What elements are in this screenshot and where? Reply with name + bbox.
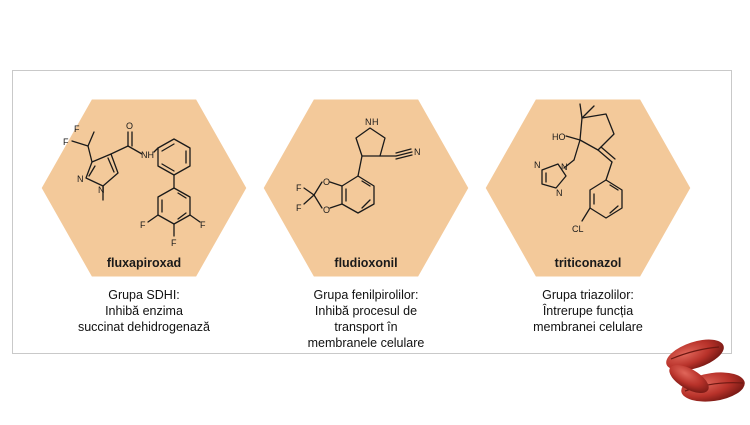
atom-ho: HO	[552, 132, 566, 142]
atom-n2: N	[98, 185, 105, 195]
caption-line: transport în	[334, 320, 398, 334]
atom-f1: F	[74, 124, 80, 134]
atom-f2: F	[63, 137, 69, 147]
atom-h: H	[372, 117, 379, 127]
atom-o: O	[126, 121, 133, 131]
structure-fludioxonil: N H N F F O O	[296, 117, 421, 215]
seeds-illustration	[655, 325, 750, 420]
atom-o1: O	[323, 177, 330, 187]
atom-o2: O	[323, 205, 330, 215]
atom-n-nitrile: N	[414, 147, 421, 157]
atom-fb: F	[171, 238, 177, 248]
caption-triticonazol: Grupa triazolilor: Întrerupe funcția mem…	[482, 287, 694, 335]
compound-card-triticonazol: HO N N N CL triticonazol	[482, 96, 694, 280]
caption-line: membranei celulare	[533, 320, 643, 334]
caption-line: Grupa SDHI:	[108, 288, 180, 302]
hexagon-shape: HO N N N CL	[482, 96, 694, 280]
atom-n1: N	[77, 174, 84, 184]
atom-n2: N	[534, 160, 541, 170]
caption-fludioxonil: Grupa fenilpirolilor: Inhibă procesul de…	[260, 287, 472, 351]
caption-line: Întrerupe funcția	[542, 304, 634, 318]
structure-triticonazol: HO N N N CL	[534, 103, 623, 234]
caption-line: Inhibă procesul de	[314, 304, 418, 318]
atom-n1: N	[561, 162, 568, 172]
caption-line: Grupa triazolilor:	[542, 288, 634, 302]
atom-f1: F	[296, 183, 302, 193]
compound-name: fluxapiroxad	[106, 256, 182, 270]
atom-f2: F	[296, 203, 302, 213]
atom-n3: N	[556, 188, 563, 198]
caption-line: Inhibă enzima	[105, 304, 183, 318]
compound-name: triticonazol	[554, 256, 622, 270]
atom-cl: CL	[572, 224, 584, 234]
caption-fluxapiroxad: Grupa SDHI: Inhibă enzima succinat dehid…	[38, 287, 250, 335]
caption-line: succinat dehidrogenază	[77, 320, 211, 334]
hexagon-shape: F F O N N NH F F F	[38, 96, 250, 280]
hexagon-shape: N H N F F O O	[260, 96, 472, 280]
atom-n-ring: N	[365, 117, 372, 127]
atom-fc: F	[200, 220, 206, 230]
atom-nh: NH	[141, 150, 154, 160]
compound-name: fludioxonil	[334, 256, 398, 270]
atom-fa: F	[140, 220, 146, 230]
caption-line: membranele celulare	[307, 336, 425, 350]
structure-fluxapiroxad: F F O N N NH F F F	[63, 121, 206, 248]
caption-line: Grupa fenilpirolilor:	[313, 288, 419, 302]
compound-card-fludioxonil: N H N F F O O fludioxonil	[260, 96, 472, 280]
compound-card-fluxapiroxad: F F O N N NH F F F fluxapiroxad	[38, 96, 250, 280]
